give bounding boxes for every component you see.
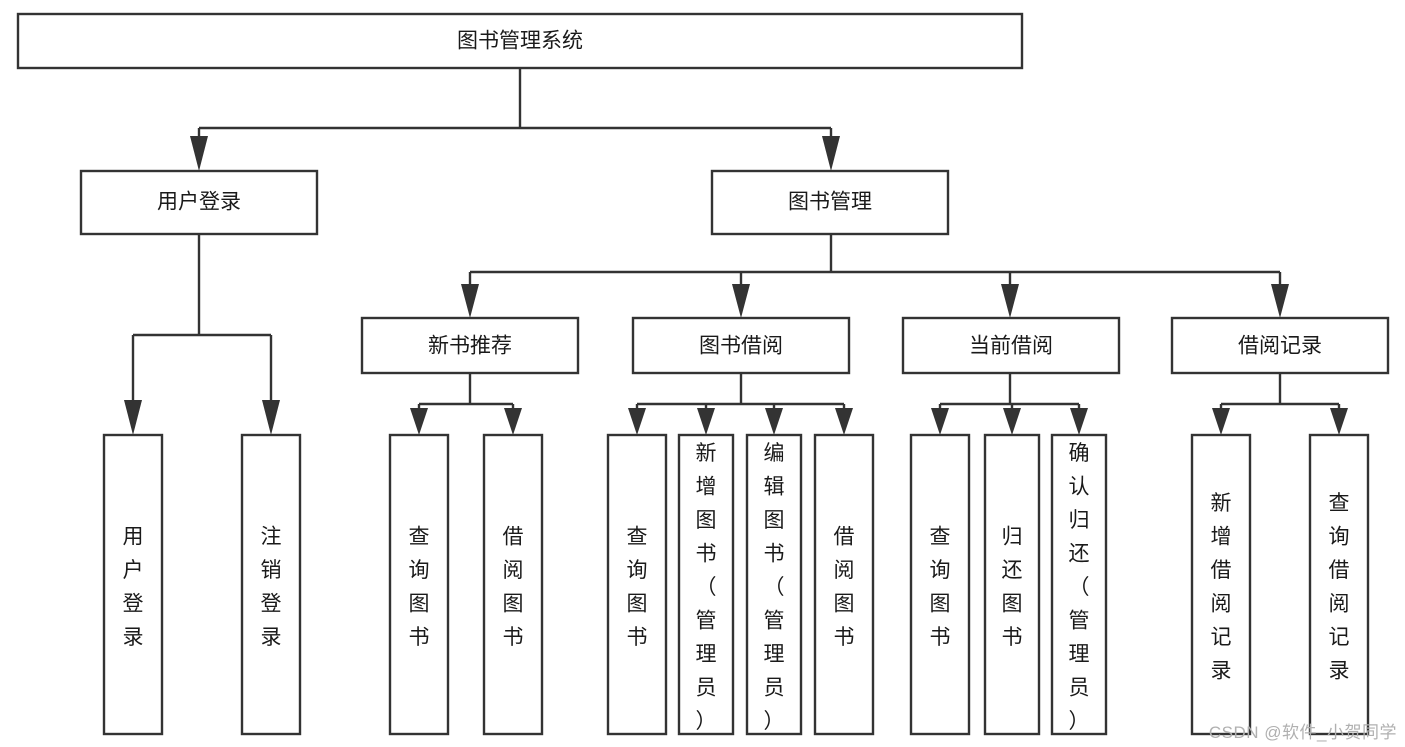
arrow-head-leaf-logout xyxy=(262,400,280,435)
arrow-head-user-login xyxy=(190,136,208,171)
node-leaf-return-book[interactable]: 归还图书 xyxy=(983,433,1041,736)
arrow-head-leaf-edit-book-admin xyxy=(765,408,783,435)
node-leaf-query-book-current-box[interactable] xyxy=(909,433,971,736)
node-root[interactable]: 图书管理系统 xyxy=(16,12,1024,70)
node-leaf-query-borrow-record[interactable]: 查询借阅记录 xyxy=(1308,433,1370,736)
node-leaf-query-book-borrow-label: 查询图书 xyxy=(627,526,648,650)
arrow-head-leaf-borrow-book-recommend xyxy=(504,408,522,435)
arrow-head-leaf-query-book-borrow xyxy=(628,408,646,435)
arrow-head-leaf-add-book-admin xyxy=(697,408,715,435)
vertical-paren-glyph: （ xyxy=(1069,576,1090,599)
node-leaf-add-borrow-record-box[interactable] xyxy=(1190,433,1252,736)
connector-group-new-book-recommend xyxy=(410,373,522,435)
arrow-head-leaf-return-book xyxy=(1003,408,1021,435)
node-leaf-borrow-book-borrow[interactable]: 借阅图书 xyxy=(813,433,875,736)
node-leaf-logout-box[interactable] xyxy=(240,433,302,736)
node-leaf-query-book-borrow[interactable]: 查询图书 xyxy=(606,433,668,736)
node-root-label: 图书管理系统 xyxy=(457,30,583,53)
node-leaf-borrow-book-recommend-label: 借阅图书 xyxy=(503,526,524,650)
node-leaf-confirm-return-admin[interactable]: 确认归还（管理员） xyxy=(1050,433,1108,736)
node-leaf-add-borrow-record[interactable]: 新增借阅记录 xyxy=(1190,433,1252,736)
vertical-paren-glyph: （ xyxy=(696,576,717,599)
node-leaf-add-borrow-record-label: 新增借阅记录 xyxy=(1211,492,1232,683)
node-leaf-add-book-admin[interactable]: 新增图书（管理员） xyxy=(677,433,735,736)
node-leaf-borrow-book-recommend[interactable]: 借阅图书 xyxy=(482,433,544,736)
arrow-head-leaf-borrow-book-borrow xyxy=(835,408,853,435)
node-leaf-borrow-book-borrow-box[interactable] xyxy=(813,433,875,736)
node-leaf-query-borrow-record-label: 查询借阅记录 xyxy=(1329,492,1350,683)
arrow-head-leaf-query-borrow-record xyxy=(1330,408,1348,435)
connector-group-root xyxy=(190,68,840,171)
connector-group-book-management xyxy=(461,234,1289,318)
node-leaf-query-book-recommend-label: 查询图书 xyxy=(409,526,430,650)
node-leaf-query-book-current[interactable]: 查询图书 xyxy=(909,433,971,736)
node-borrow-record-label: 借阅记录 xyxy=(1238,335,1322,358)
node-current-borrow-box[interactable] xyxy=(901,316,1121,375)
node-new-book-recommend[interactable]: 新书推荐 xyxy=(360,316,580,375)
arrow-head-leaf-confirm-return-admin xyxy=(1070,408,1088,435)
node-book-management[interactable]: 图书管理 xyxy=(710,169,950,236)
vertical-paren-glyph: ） xyxy=(1069,710,1090,733)
leaf-node-layer: 用户登录 注销登录 查询图书 借阅图书 查询图书 新增图书（管理员） 编辑图书（管理员） 借阅… xyxy=(102,433,1370,736)
node-leaf-add-book-admin-box[interactable] xyxy=(677,433,735,736)
node-leaf-add-book-admin-label: 新增图书（管理员） xyxy=(696,442,717,733)
node-borrow-record-box[interactable] xyxy=(1170,316,1390,375)
node-book-borrow-box[interactable] xyxy=(631,316,851,375)
node-root-box[interactable] xyxy=(16,12,1024,70)
node-current-borrow[interactable]: 当前借阅 xyxy=(901,316,1121,375)
node-borrow-record[interactable]: 借阅记录 xyxy=(1170,316,1390,375)
connector-group-borrow-record xyxy=(1212,373,1348,435)
connector-group-current-borrow xyxy=(931,373,1088,435)
connector-group-book-borrow xyxy=(628,373,853,435)
node-new-book-recommend-label: 新书推荐 xyxy=(428,335,512,358)
vertical-paren-glyph: ） xyxy=(764,710,785,733)
vertical-paren-glyph: （ xyxy=(764,576,785,599)
node-user-login[interactable]: 用户登录 xyxy=(79,169,319,236)
node-leaf-return-book-label: 归还图书 xyxy=(1002,526,1023,650)
arrow-head-leaf-add-borrow-record xyxy=(1212,408,1230,435)
node-leaf-query-borrow-record-box[interactable] xyxy=(1308,433,1370,736)
node-leaf-query-book-recommend[interactable]: 查询图书 xyxy=(388,433,450,736)
node-leaf-borrow-book-recommend-box[interactable] xyxy=(482,433,544,736)
node-leaf-borrow-book-borrow-label: 借阅图书 xyxy=(834,526,855,650)
node-user-login-label: 用户登录 xyxy=(157,191,241,214)
node-book-borrow[interactable]: 图书借阅 xyxy=(631,316,851,375)
node-leaf-confirm-return-admin-box[interactable] xyxy=(1050,433,1108,736)
arrow-head-book-management xyxy=(822,136,840,171)
node-leaf-confirm-return-admin-label: 确认归还（管理员） xyxy=(1069,442,1090,733)
vertical-paren-glyph: ） xyxy=(696,710,717,733)
node-leaf-query-book-recommend-box[interactable] xyxy=(388,433,450,736)
node-leaf-edit-book-admin-label: 编辑图书（管理员） xyxy=(764,442,785,733)
node-leaf-edit-book-admin-box[interactable] xyxy=(745,433,803,736)
node-leaf-user-login[interactable]: 用户登录 xyxy=(102,433,164,736)
arrow-head-book-borrow xyxy=(732,284,750,318)
node-leaf-user-login-box[interactable] xyxy=(102,433,164,736)
connector-group-user-login xyxy=(124,234,280,435)
node-leaf-edit-book-admin[interactable]: 编辑图书（管理员） xyxy=(745,433,803,736)
node-leaf-logout[interactable]: 注销登录 xyxy=(240,433,302,736)
arrow-head-leaf-query-book-current xyxy=(931,408,949,435)
arrow-head-borrow-record xyxy=(1271,284,1289,318)
node-book-borrow-label: 图书借阅 xyxy=(699,335,783,358)
arrow-head-leaf-user-login xyxy=(124,400,142,435)
arrow-head-new-book-recommend xyxy=(461,284,479,318)
node-leaf-return-book-box[interactable] xyxy=(983,433,1041,736)
node-new-book-recommend-box[interactable] xyxy=(360,316,580,375)
arrow-head-current-borrow xyxy=(1001,284,1019,318)
node-leaf-logout-label: 注销登录 xyxy=(261,526,282,650)
node-book-management-box[interactable] xyxy=(710,169,950,236)
node-leaf-query-book-borrow-box[interactable] xyxy=(606,433,668,736)
node-current-borrow-label: 当前借阅 xyxy=(969,335,1053,358)
node-leaf-query-book-current-label: 查询图书 xyxy=(930,526,951,650)
arrow-head-leaf-query-book-recommend xyxy=(410,408,428,435)
node-leaf-user-login-label: 用户登录 xyxy=(123,526,144,650)
node-user-login-box[interactable] xyxy=(79,169,319,236)
node-book-management-label: 图书管理 xyxy=(788,191,872,214)
